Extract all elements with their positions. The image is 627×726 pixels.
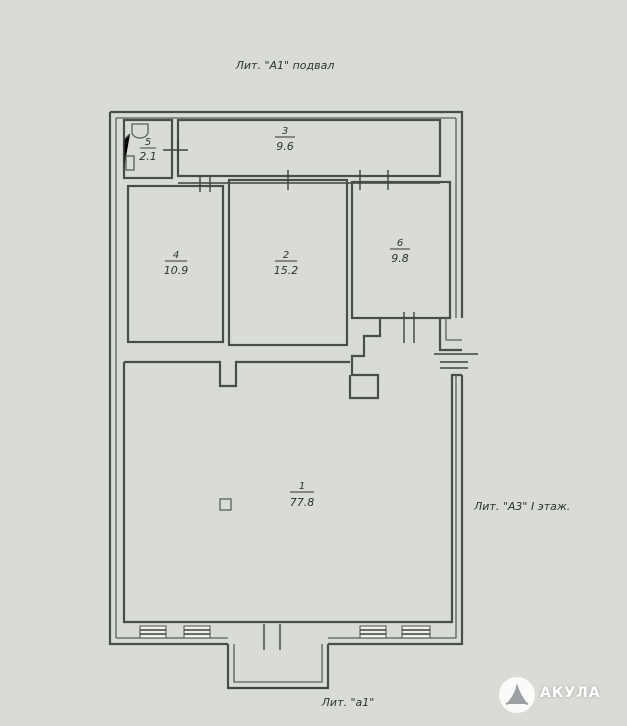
watermark: АКУЛА — [497, 673, 622, 717]
caption-annex: Лит. "а1" — [321, 696, 375, 709]
room-5-number: 5 — [145, 137, 151, 148]
room-label-2: 2 15.2 — [274, 250, 299, 277]
room-label-3: 3 9.6 — [275, 126, 295, 153]
sink-icon — [125, 155, 135, 171]
annex-porch — [226, 644, 330, 690]
room-label-4: 4 10.9 — [164, 250, 189, 277]
column-square — [219, 498, 232, 511]
vestibule-walls — [348, 318, 462, 400]
room-1-walls — [122, 360, 462, 624]
room-3-walls — [176, 118, 442, 184]
room-label-5: 5 2.1 — [139, 137, 157, 163]
room-5-area: 2.1 — [139, 150, 157, 163]
watermark-text: АКУЛА — [540, 685, 601, 701]
room-1-number: 1 — [299, 481, 305, 492]
room-label-6: 6 9.8 — [390, 238, 410, 265]
room-label-1: 1 77.8 — [290, 481, 315, 509]
caption-first-floor: Лит. "А3" I этаж. — [473, 500, 570, 513]
room-4-number: 4 — [173, 250, 179, 261]
room-6-area: 9.8 — [391, 252, 409, 265]
room-4-area: 10.9 — [164, 264, 189, 277]
outer-walls — [108, 110, 464, 646]
room-6-walls — [350, 180, 452, 320]
room-2-area: 15.2 — [274, 264, 299, 277]
room-2-walls — [227, 178, 349, 347]
toilet-icon — [125, 123, 149, 171]
room-6-number: 6 — [397, 238, 403, 249]
room-3-number: 3 — [282, 126, 288, 137]
caption-basement: Лит. "А1" подвал — [235, 59, 335, 72]
shark-fin-logo-icon — [499, 677, 535, 713]
room-3-area: 9.6 — [276, 140, 294, 153]
room-2-number: 2 — [283, 250, 289, 261]
room-1-area: 77.8 — [290, 496, 315, 509]
door-markers — [123, 133, 478, 650]
windows — [139, 625, 431, 639]
room-4-walls — [126, 184, 225, 344]
